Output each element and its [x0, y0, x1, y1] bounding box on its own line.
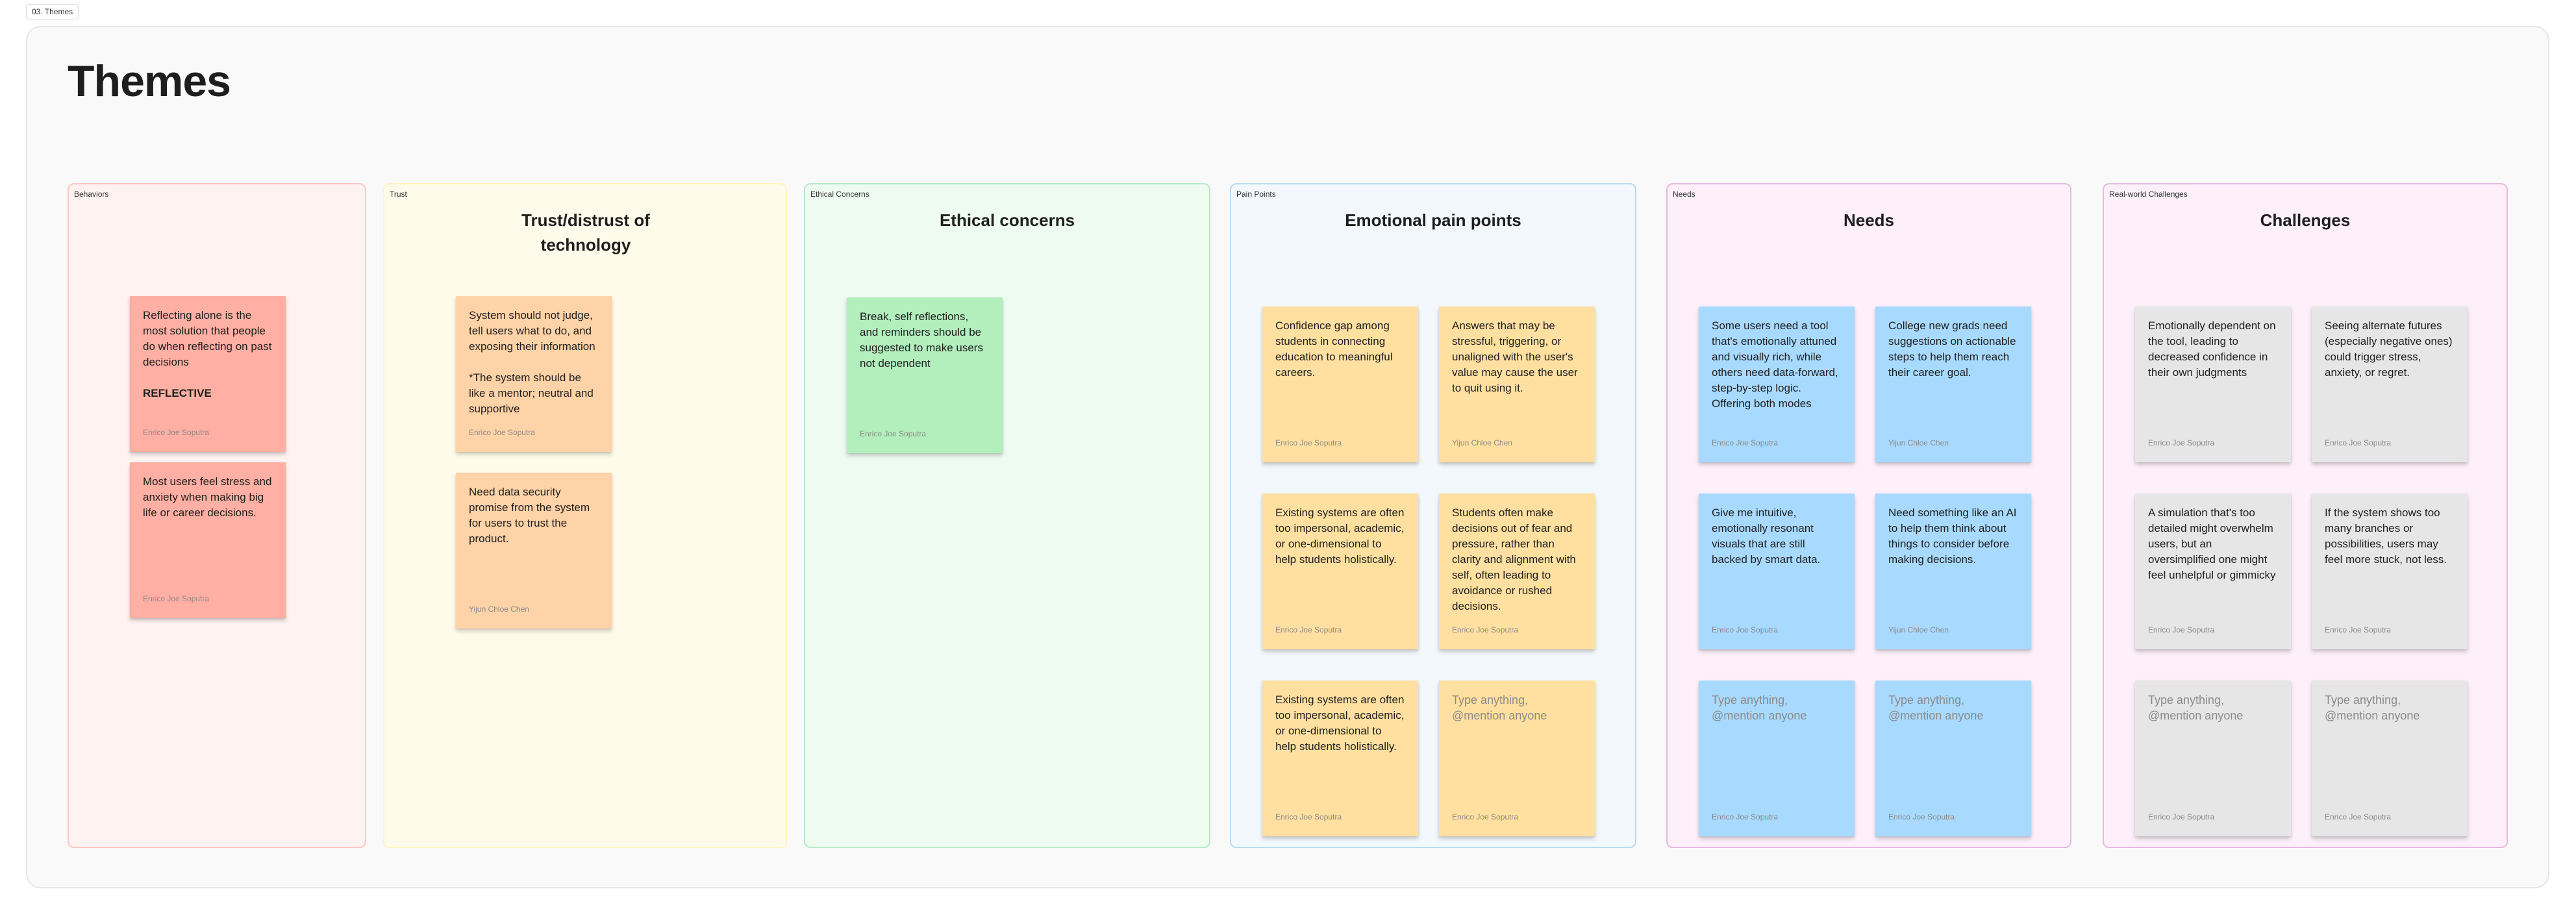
note-text: Emotionally dependent on the tool, leadi… — [2148, 319, 2276, 379]
sticky-note[interactable]: Break, self reflections, and reminders s… — [847, 297, 1003, 453]
sticky-note-empty[interactable]: Type anything, @mention anyone Enrico Jo… — [1439, 681, 1595, 836]
note-author: Enrico Joe Soputra — [1888, 812, 1955, 821]
note-author: Yijun Chloe Chen — [1888, 625, 1949, 634]
note-author: Enrico Joe Soputra — [1275, 438, 1342, 447]
note-text: Existing systems are often too impersona… — [1275, 694, 1405, 753]
section-needs[interactable]: Needs Needs Some users need a tool that'… — [1666, 183, 2071, 848]
note-author: Enrico Joe Soputra — [2148, 812, 2215, 821]
note-emphasis: REFLECTIVE — [143, 387, 212, 399]
section-heading: Ethical concerns — [939, 210, 1075, 230]
note-author: Enrico Joe Soputra — [1712, 812, 1779, 821]
note-author: Enrico Joe Soputra — [2325, 812, 2392, 821]
note-text: Reflecting alone is the most solution th… — [143, 309, 272, 368]
section-heading: Emotional pain points — [1345, 210, 1521, 230]
sticky-note[interactable]: Existing systems are often too impersona… — [1262, 494, 1418, 649]
note-text: A simulation that's too detailed might o… — [2148, 507, 2276, 581]
note-author: Enrico Joe Soputra — [1712, 625, 1779, 634]
page-title: Themes — [68, 56, 231, 106]
note-text: Seeing alternate futures (especially neg… — [2325, 319, 2453, 379]
sticky-note-empty[interactable]: Type anything, @mention anyone Enrico Jo… — [1875, 681, 2031, 836]
note-text: Answers that may be stressful, triggerin… — [1452, 319, 1578, 394]
note-text: System should not judge, tell users what… — [469, 309, 595, 415]
note-author: Enrico Joe Soputra — [2148, 438, 2215, 447]
note-placeholder[interactable]: Type anything, @mention anyone — [2148, 694, 2244, 722]
note-author: Enrico Joe Soputra — [2325, 438, 2392, 447]
section-heading: Challenges — [2260, 210, 2351, 230]
sticky-note-empty[interactable]: Type anything, @mention anyone Enrico Jo… — [2312, 681, 2468, 836]
frame-label[interactable]: 03. Themes — [26, 4, 79, 19]
note-text: Give me intuitive, emotionally resonant … — [1712, 507, 1821, 566]
sticky-note[interactable]: Existing systems are often too impersona… — [1262, 681, 1418, 836]
sticky-note[interactable]: Give me intuitive, emotionally resonant … — [1699, 494, 1855, 649]
sticky-note[interactable]: Need something like an AI to help them t… — [1875, 494, 2031, 649]
note-text: Need something like an AI to help them t… — [1888, 507, 2017, 566]
section-heading: Trust/distrust of technology — [521, 210, 650, 255]
section-behaviors[interactable]: Behaviors Reflecting alone is the most s… — [68, 183, 366, 848]
sticky-note[interactable]: Students often make decisions out of fea… — [1439, 494, 1595, 649]
sticky-note[interactable]: Most users feel stress and anxiety when … — [130, 462, 286, 618]
note-text: Break, self reflections, and reminders s… — [860, 310, 983, 369]
section-trust[interactable]: Trust Trust/distrust of technology Syste… — [383, 183, 787, 848]
sticky-note[interactable]: Need data security promise from the syst… — [456, 473, 612, 629]
sticky-note-empty[interactable]: Type anything, @mention anyone Enrico Jo… — [1699, 681, 1855, 836]
note-author: Enrico Joe Soputra — [2325, 625, 2392, 634]
sticky-note[interactable]: A simulation that's too detailed might o… — [2135, 494, 2291, 649]
sticky-note[interactable]: Some users need a tool that's emotionall… — [1699, 306, 1855, 462]
note-text: Students often make decisions out of fea… — [1452, 507, 1576, 612]
note-placeholder[interactable]: Type anything, @mention anyone — [1712, 694, 1807, 722]
section-challenges[interactable]: Real-world Challenges Challenges Emotion… — [2103, 183, 2508, 848]
note-author: Yijun Chloe Chen — [1888, 438, 1949, 447]
sticky-note[interactable]: Reflecting alone is the most solution th… — [130, 296, 286, 452]
note-author: Enrico Joe Soputra — [469, 428, 536, 437]
section-pain-points[interactable]: Pain Points Emotional pain points Confid… — [1230, 183, 1636, 848]
note-author: Enrico Joe Soputra — [1712, 438, 1779, 447]
note-author: Yijun Chloe Chen — [469, 605, 529, 614]
section-ethical-concerns[interactable]: Ethical Concerns Ethical concerns Break,… — [804, 183, 1210, 848]
note-placeholder[interactable]: Type anything, @mention anyone — [1452, 694, 1547, 722]
section-label: Trust — [390, 190, 407, 199]
note-text: If the system shows too many branches or… — [2325, 507, 2447, 566]
sticky-note[interactable]: Seeing alternate futures (especially neg… — [2312, 306, 2468, 462]
note-text: College new grads need suggestions on ac… — [1888, 319, 2016, 379]
note-text: Need data security promise from the syst… — [469, 486, 590, 545]
sticky-note[interactable]: College new grads need suggestions on ac… — [1875, 306, 2031, 462]
sticky-note[interactable]: System should not judge, tell users what… — [456, 296, 612, 452]
note-placeholder[interactable]: Type anything, @mention anyone — [2325, 694, 2420, 722]
sticky-note[interactable]: Emotionally dependent on the tool, leadi… — [2135, 306, 2291, 462]
note-placeholder[interactable]: Type anything, @mention anyone — [1888, 694, 1984, 722]
section-label: Needs — [1673, 190, 1695, 199]
note-author: Enrico Joe Soputra — [1275, 625, 1342, 634]
note-text: Most users feel stress and anxiety when … — [143, 475, 272, 519]
sticky-note-empty[interactable]: Type anything, @mention anyone Enrico Jo… — [2135, 681, 2291, 836]
section-heading: Needs — [1843, 210, 1895, 230]
sticky-note[interactable]: Confidence gap among students in connect… — [1262, 306, 1418, 462]
section-label: Ethical Concerns — [810, 190, 869, 199]
note-text: Existing systems are often too impersona… — [1275, 507, 1405, 566]
note-author: Enrico Joe Soputra — [860, 429, 927, 438]
note-text: Some users need a tool that's emotionall… — [1712, 319, 1838, 410]
section-label: Pain Points — [1236, 190, 1276, 199]
note-author: Enrico Joe Soputra — [1452, 625, 1519, 634]
sticky-note[interactable]: Answers that may be stressful, triggerin… — [1439, 306, 1595, 462]
note-author: Enrico Joe Soputra — [1275, 812, 1342, 821]
section-label: Real-world Challenges — [2109, 190, 2188, 199]
note-author: Yijun Chloe Chen — [1452, 438, 1512, 447]
note-text: Confidence gap among students in connect… — [1275, 319, 1393, 379]
note-author: Enrico Joe Soputra — [1452, 812, 1519, 821]
note-author: Enrico Joe Soputra — [143, 428, 210, 437]
sticky-note[interactable]: If the system shows too many branches or… — [2312, 494, 2468, 649]
section-label: Behaviors — [74, 190, 109, 199]
note-author: Enrico Joe Soputra — [143, 594, 210, 603]
note-author: Enrico Joe Soputra — [2148, 625, 2215, 634]
